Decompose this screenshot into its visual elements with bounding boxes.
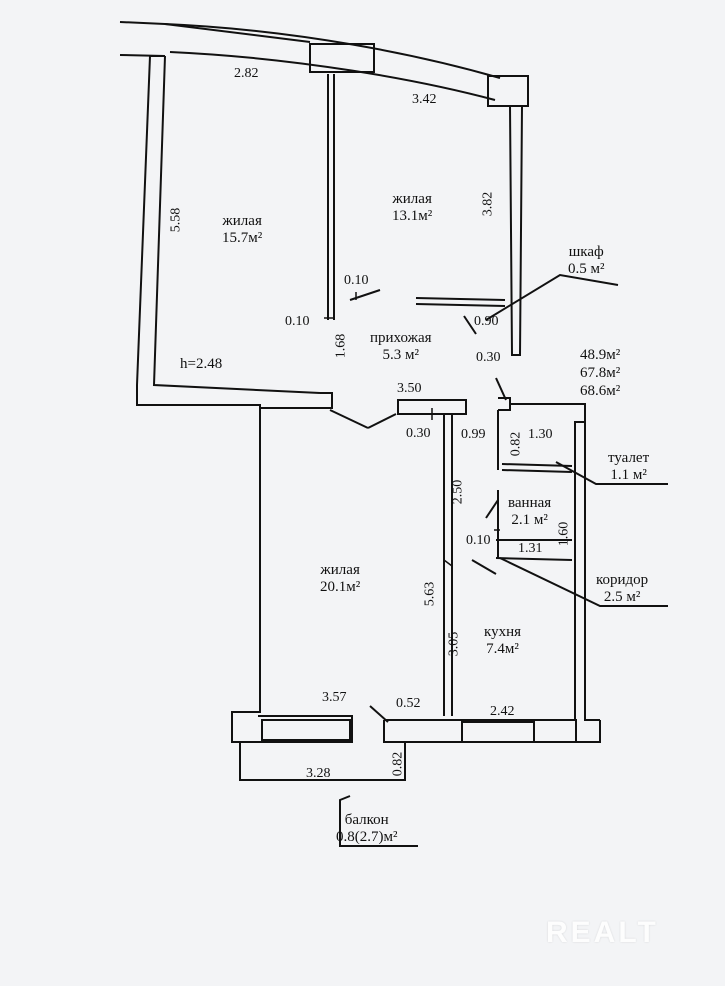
dim-label: 2.42 [490,704,515,719]
leader-toilet [555,461,668,485]
dim-label: 3.05 [446,631,462,657]
dim-label: 0.10 [285,314,310,329]
room-bathroom-area: 2.1 м² [511,512,548,528]
room-hallway-name: прихожая [370,330,432,346]
total-area-2: 67.8м² [580,365,621,381]
dim-label: 3.50 [397,381,422,396]
dim-label: 2.82 [234,66,259,81]
room-corridor-name: коридор [596,572,649,588]
room-living-3-name: жилая [320,562,360,578]
room-living-1-name: жилая [222,213,262,229]
leader-corridor [499,557,668,607]
total-area-1: 48.9м² [580,347,621,363]
room-living-3: жилая 20.1м² [320,562,360,596]
room-kitchen: кухня 7.4м² [484,624,521,658]
room-living-2-area: 13.1м² [392,208,433,224]
total-area-3: 68.6м² [580,383,621,399]
leader-closet [485,273,619,321]
room-living-3-area: 20.1м² [320,579,361,595]
room-living-1-area: 15.7м² [222,230,263,246]
dim-label: 3.57 [322,690,347,705]
dim-label: 3.82 [480,191,496,217]
room-corridor: коридор 2.5 м² [596,572,648,606]
realt-watermark-logo: REALT [546,916,659,949]
dim-label: 3.28 [306,766,331,781]
room-living-1: жилая 15.7м² [222,213,262,247]
room-toilet-area: 1.1 м² [610,467,647,483]
room-hallway: прихожая 5.3 м² [370,330,432,364]
dim-label: 1.60 [556,521,572,547]
room-balcony-area: 0.8(2.7)м² [336,829,398,845]
dim-label: 0.52 [396,696,421,711]
dim-label: 0.30 [476,350,501,365]
room-balcony-name: балкон [344,812,389,828]
room-living-2-name: жилая [392,191,432,207]
dim-label: 3.42 [412,92,437,107]
room-corridor-area: 2.5 м² [603,589,641,605]
room-closet-name: шкаф [568,244,604,260]
dim-label: 1.31 [518,541,543,556]
room-hallway-area: 5.3 м² [382,347,420,363]
room-bathroom-name: ванная [508,495,552,511]
dim-label: 0.82 [390,751,406,777]
room-toilet: туалет 1.1 м² [608,450,649,484]
dim-label: 5.58 [168,207,184,233]
dim-label: 0.10 [466,533,491,548]
room-toilet-name: туалет [608,450,650,466]
dim-label: 5.63 [422,581,438,607]
leader-balcony [339,795,418,847]
dim-label: 0.10 [344,273,369,288]
room-closet: шкаф 0.5 м² [568,244,605,278]
room-kitchen-area: 7.4м² [486,641,519,657]
dim-label: 0.82 [508,431,524,457]
balcony-outline [239,742,406,781]
dim-label: 0.99 [461,427,486,442]
dim-label: 1.30 [528,427,553,442]
room-kitchen-name: кухня [484,624,522,640]
ceiling-height: h=2.48 [180,356,223,372]
room-bathroom: ванная 2.1 м² [508,495,551,529]
dim-label: 1.68 [333,333,349,359]
dim-label: 2.50 [450,479,466,505]
exterior-walls [119,21,601,743]
room-balcony: балкон 0.8(2.7)м² [336,812,397,846]
room-living-2: жилая 13.1м² [392,191,432,225]
total-areas: 48.9м² 67.8м² 68.6м² [580,346,620,400]
dim-label: 0.90 [474,314,499,329]
room-closet-area: 0.5 м² [568,261,605,277]
dim-label: 0.30 [406,426,431,441]
